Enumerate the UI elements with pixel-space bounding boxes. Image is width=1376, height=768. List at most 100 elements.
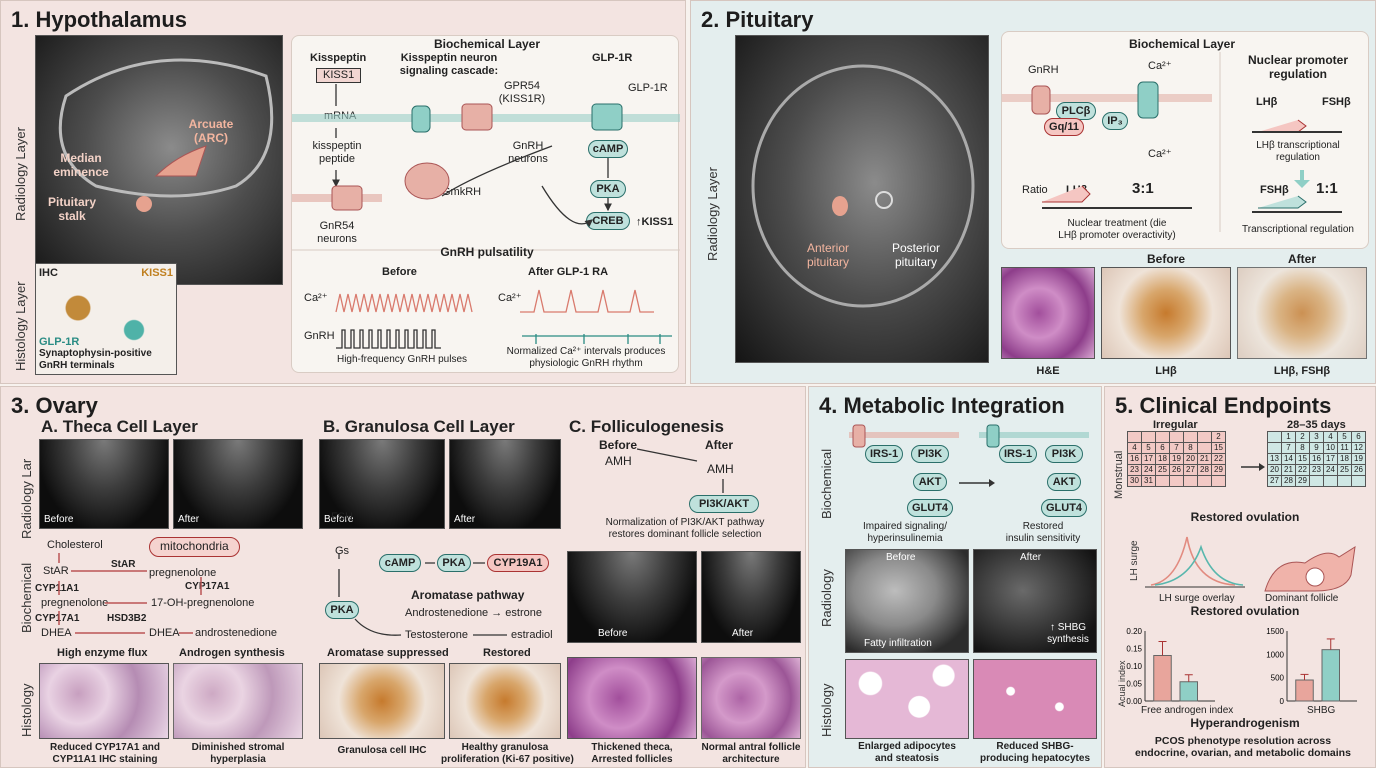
theca-us-before: Before	[39, 439, 169, 529]
before-caption: Before	[598, 628, 628, 639]
pregnenolone: pregnenolone	[149, 567, 217, 579]
liver-before: Before Fatty infiltration	[845, 549, 969, 653]
star-right: StAR	[111, 559, 136, 570]
fatty-caption: Fatty infiltration	[864, 638, 932, 649]
calendar-day: 6	[1351, 431, 1366, 443]
gq-node: Gq/11	[1044, 118, 1084, 136]
kiss1-gene: KISS1	[316, 68, 362, 83]
fsh-label: FSH	[331, 511, 353, 523]
tick-label: 1000	[1266, 650, 1284, 659]
fshb-gene: FSHβ	[1322, 96, 1351, 108]
gnrh-label: GnRH	[304, 330, 335, 342]
tick-label: 0.05	[1126, 680, 1142, 689]
restored-ovulation: Restored ovulation	[1190, 510, 1300, 524]
sagittal-mri: Arcuate (ARC) Median eminence Pituitary …	[35, 35, 283, 285]
shbg-caption: ↑ SHBG synthesis	[1047, 622, 1089, 645]
tick-label: 0	[1280, 697, 1285, 706]
pituitary-panel: 2. Pituitary Radiology Layer Anterior pi…	[690, 0, 1376, 384]
pi3k-node-after: PI3K	[1045, 445, 1083, 463]
clinical-panel: 5. Clinical Endpoints Irregular 28–35 da…	[1104, 386, 1376, 768]
diminished-caption: Diminished stromal hyperplasia	[191, 742, 285, 765]
brain-outline	[58, 58, 274, 212]
akt-node-after: AKT	[1047, 473, 1081, 491]
camp-node: cAMP	[379, 554, 421, 572]
restored-label: Restored	[483, 647, 531, 659]
after-caption: After	[732, 628, 754, 639]
gnrh-label: GnRH	[1028, 64, 1059, 76]
calendar-day	[1351, 475, 1366, 487]
glp1r-label: GLP-1R	[39, 336, 80, 348]
granulosa-ihc-before	[319, 663, 445, 739]
ca-label-right: Ca²⁺	[498, 292, 522, 304]
bio-title: Biochemical Layer	[1128, 37, 1236, 51]
coronal-mri: Anterior pituitary Posterior pituitary	[735, 35, 989, 363]
star-left: StAR	[43, 565, 69, 577]
irs1-node-after: IRS-1	[999, 445, 1037, 463]
normal-caption: Normal antral follicle architecture	[701, 742, 801, 765]
steroid-arrows	[58, 553, 202, 634]
calendar-day: 28	[1281, 475, 1296, 487]
kisspeptin-peptide: kisspeptin peptide	[312, 140, 362, 165]
biochemical-card: Biochemical Layer Kisspeptin KISS1 mRNA …	[291, 35, 680, 373]
pka-node: PKA	[590, 180, 626, 198]
he-image	[1001, 267, 1095, 359]
gnrh-neurons: GnRH neurons	[508, 140, 548, 165]
cyp19a1-node: CYP19A1	[487, 554, 549, 572]
lhb-before-image	[1101, 267, 1231, 359]
pi3k-caption: Normalization of PI3K/AKT pathway restor…	[605, 517, 765, 540]
granulosa-title: B. Granulosa Cell Layer	[323, 417, 515, 436]
panel-title: 5. Clinical Endpoints	[1115, 393, 1332, 418]
before-label: Before	[382, 266, 417, 278]
panel-title: 3. Ovary	[11, 393, 98, 418]
calendar-day: 23	[1309, 464, 1324, 476]
cyp17a1-left: CYP17A1	[35, 613, 80, 624]
reduced-caption: Reduced CYP17A1 and CYP11A1 IHC staining	[49, 742, 161, 765]
panel-title: 2. Pituitary	[701, 7, 814, 32]
calendar-day	[1197, 475, 1212, 487]
calendar-day: 27	[1267, 475, 1282, 487]
biochem-diagram	[292, 84, 680, 251]
c-before: Before	[599, 438, 638, 452]
nuclear-caption: Nuclear treatment (die LHβ promoter over…	[1058, 218, 1176, 241]
before-caption: Before	[44, 514, 74, 525]
before-caption: Before	[886, 552, 916, 563]
kiss1-up: ↑KISS1	[636, 216, 674, 228]
hypothalamus-panel: 1. Hypothalamus Radiology Layer Histolog…	[0, 0, 686, 384]
healthy-caption: Healthy granulosa proliferation (Ki-67 p…	[441, 742, 574, 765]
after-caption: After	[1020, 552, 1042, 563]
aromatase-suppressed: Aromatase suppressed	[327, 647, 449, 659]
lh-surge-curves	[1145, 536, 1356, 592]
dhea-2: DHEA	[149, 627, 180, 639]
metabolic-panel: 4. Metabolic Integration Biochemical Rad…	[808, 386, 1102, 768]
amh-after: AMH	[707, 462, 734, 476]
tick-label: 0.15	[1126, 645, 1142, 654]
before-header: Before	[1146, 252, 1185, 266]
high-freq-caption: High-frequency GnRH pulses	[336, 354, 468, 365]
restored-ovulation-2: Restored ovulation	[1190, 604, 1300, 618]
camp-node: cAMP	[588, 140, 628, 158]
lhfsh-caption: LHβ, FSHβ	[1273, 365, 1331, 377]
cholesterol: Cholesterol	[47, 539, 103, 551]
aromatase-title: Aromatase pathway	[411, 588, 525, 602]
creb-node: CREB	[586, 212, 630, 230]
calendar-day: 15	[1295, 453, 1310, 465]
follicle-histo-after	[701, 657, 801, 739]
andro-synthesis: Androgen synthesis	[179, 647, 285, 659]
ratio-label: Ratio	[1022, 184, 1048, 196]
follicle-histo-before	[567, 657, 697, 739]
radiology-label: Radiology Layer	[705, 167, 720, 261]
pcos-caption: PCOS phenotype resolution across endocri…	[1135, 735, 1351, 760]
after-caption: After	[178, 514, 200, 525]
hsd3b2: HSD3B2	[107, 613, 147, 624]
posterior-label: Posterior pituitary	[891, 241, 941, 269]
npr-title: Nuclear promoter regulation	[1247, 53, 1349, 81]
follicle-us-after: After	[701, 551, 801, 643]
oh-pregnenolone: 17-OH-pregnenolone	[151, 597, 255, 609]
kisspeptin-label: Kisspeptin	[310, 52, 367, 64]
restored-caption: Restored insulin sensitivity	[1005, 521, 1081, 544]
kiss1-label: KISS1	[141, 267, 173, 279]
